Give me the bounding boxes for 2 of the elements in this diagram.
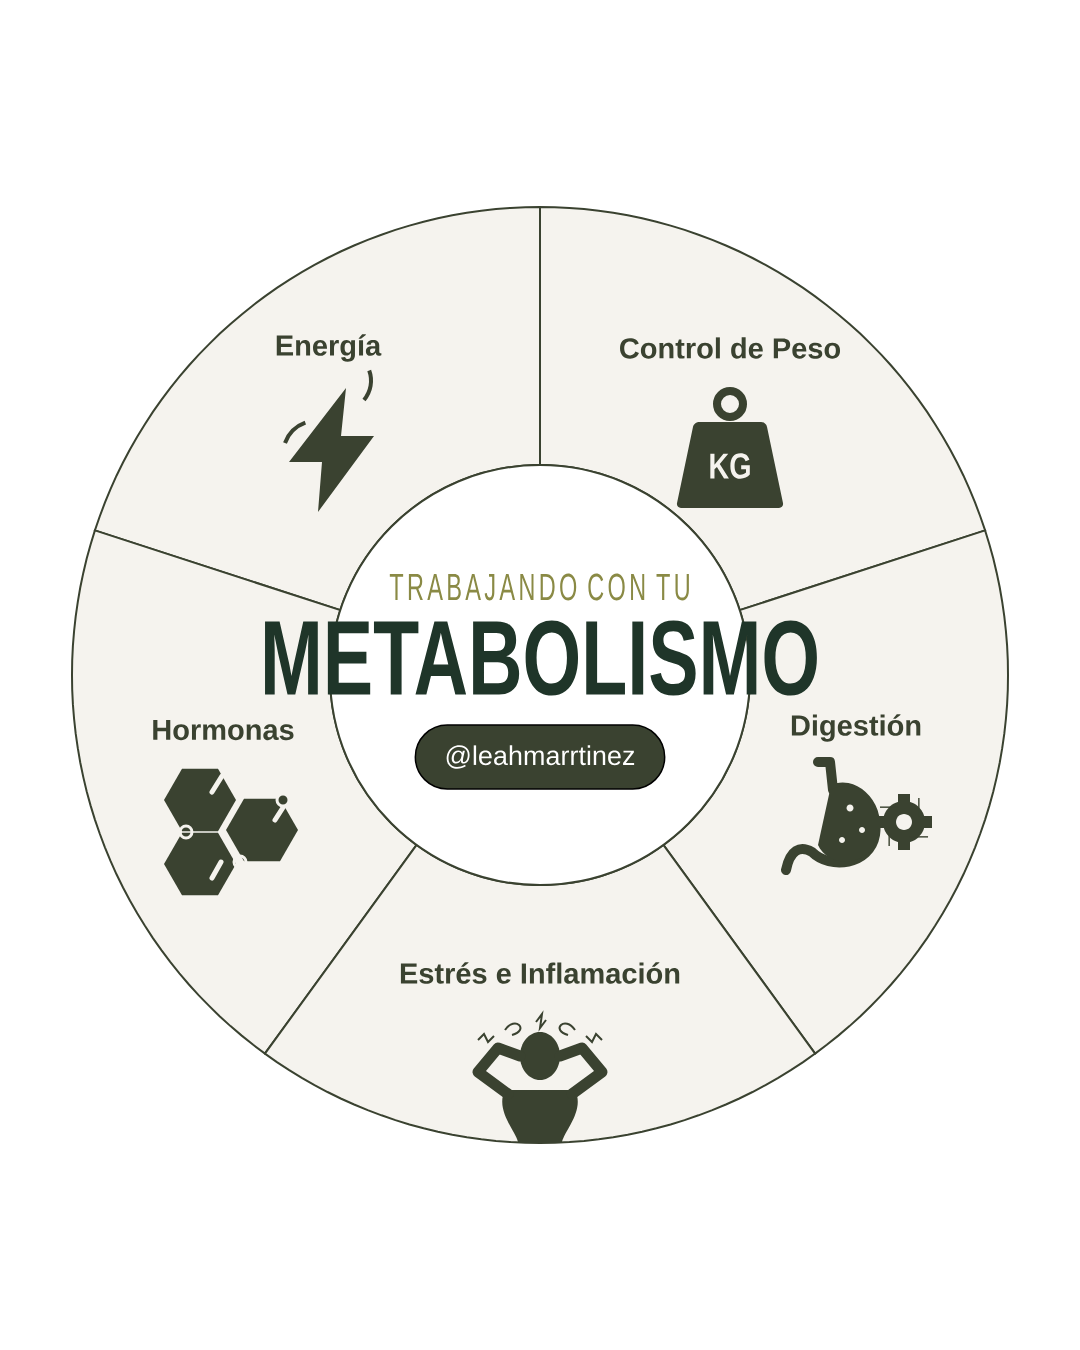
segment: Estrés e Inflamación — [263, 843, 817, 1144]
handle-pill: @leahmarrtinez — [414, 724, 666, 790]
